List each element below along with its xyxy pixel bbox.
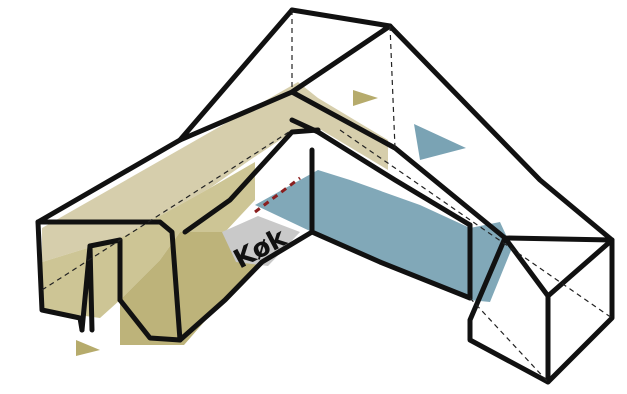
zone-fills — [42, 82, 512, 345]
olive-triangle-marker-bottom — [76, 340, 100, 356]
kitchen-zone — [222, 216, 300, 266]
olive-zone-floor — [120, 232, 262, 345]
inner-wall-top — [289, 117, 473, 228]
blue-zone — [255, 170, 512, 302]
hidden-line-roof — [389, 25, 396, 149]
building-outline — [35, 7, 615, 385]
front-bottom-edge — [177, 229, 315, 343]
olive-triangle-marker — [353, 90, 378, 106]
right-end-front — [545, 237, 615, 385]
left-step-inner — [87, 243, 95, 333]
hidden-line-right — [339, 129, 613, 319]
inner-wall-left — [182, 127, 321, 235]
inner-wall-right — [309, 229, 473, 301]
roof-right-inner — [289, 89, 615, 243]
hidden-lines — [41, 10, 613, 383]
blue-triangle-marker — [414, 124, 466, 160]
roof-top-edge — [289, 7, 615, 243]
right-end-wall — [467, 235, 551, 385]
olive-zone-lower — [42, 162, 255, 318]
dashed-red-line — [254, 176, 301, 214]
left-step — [79, 237, 123, 333]
left-end-wall — [35, 219, 183, 343]
hidden-line-bottom — [469, 297, 549, 383]
hidden-line-left — [41, 129, 293, 291]
right-end-top — [502, 235, 551, 299]
